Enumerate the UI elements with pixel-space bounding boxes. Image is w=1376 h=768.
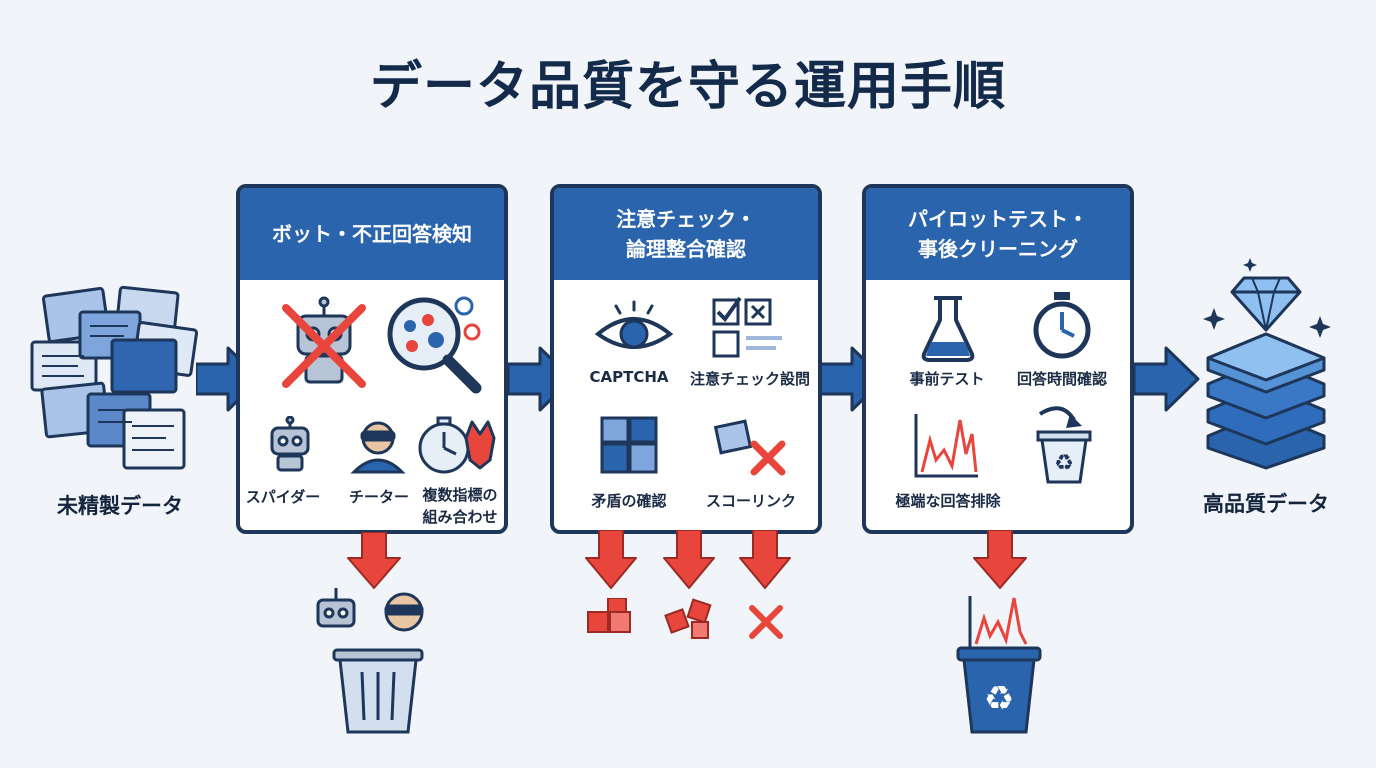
stage-panel-pilot-cleaning: パイロットテスト・ 事後クリーニング ♻ 事前テスト 回答時間確認 極端な回答排…	[862, 184, 1134, 534]
svg-text:♻: ♻	[984, 679, 1014, 719]
item-label: 複数指標の	[422, 486, 498, 504]
checkbox-list-icon	[712, 296, 782, 358]
item-label: チーター	[348, 488, 409, 506]
rejected-puzzle-icon	[587, 598, 631, 633]
item-label: 極端な回答排除	[895, 492, 1001, 510]
spider-bot-icon	[270, 416, 310, 472]
stage-title: 論理整合確認	[626, 237, 746, 261]
recycle-bin-with-chart-icon: ♻	[956, 596, 1042, 734]
item-label: スコーリンク	[705, 492, 796, 510]
stage-title: 事後クリーニング	[918, 237, 1078, 261]
flow-arrow-icon	[1134, 346, 1200, 412]
broken-puzzle-icon	[713, 419, 786, 476]
item-label: 矛盾の確認	[591, 492, 667, 510]
puzzle-icon	[600, 416, 658, 474]
stage-panel-attention-check: 注意チェック・ 論理整合確認 CAPTCHA 注意チェック設問 矛盾の確認 スコ…	[550, 184, 822, 534]
reject-arrow-icon	[663, 530, 715, 589]
stage-header: パイロットテスト・ 事後クリーニング	[866, 188, 1130, 280]
item-label: スパイダー	[245, 488, 321, 506]
stopwatch-fox-icon	[418, 416, 496, 474]
reject-arrow-icon	[739, 530, 791, 589]
stage-title: 注意チェック・	[616, 207, 756, 231]
stage-header: 注意チェック・ 論理整合確認	[554, 188, 818, 280]
svg-text:♻: ♻	[1054, 451, 1074, 476]
item-label: 回答時間確認	[1016, 370, 1107, 388]
page-title: データ品質を守る運用手順	[369, 57, 1006, 117]
eye-icon	[594, 300, 674, 349]
output-data-label: 高品質データ	[1203, 492, 1329, 516]
magnifier-analysis-icon	[387, 296, 482, 394]
item-label: CAPTCHA	[589, 368, 669, 386]
reject-arrow-icon	[973, 530, 1027, 589]
spike-chart-icon	[914, 414, 978, 478]
item-label: 事前テスト	[909, 370, 985, 388]
stopwatch-icon	[1033, 292, 1091, 359]
raw-data-documents-icon	[30, 285, 199, 470]
reject-x-icon	[749, 605, 783, 639]
blocked-robot-icon	[282, 296, 366, 388]
stage-title: パイロットテスト・	[908, 207, 1088, 231]
recycle-bin-icon: ♻	[1036, 406, 1092, 484]
item-label: 組み合わせ	[422, 508, 498, 526]
reject-arrow-icon	[347, 532, 401, 589]
input-data-label: 未精製データ	[57, 494, 183, 518]
stage-header: ボット・不正回答検知	[240, 188, 504, 280]
high-quality-data-stack-icon	[1203, 258, 1331, 470]
reject-arrow-icon	[585, 530, 637, 589]
cheater-icon	[350, 421, 406, 474]
stage-title: ボット・不正回答検知	[272, 222, 472, 246]
rejected-broken-puzzle-icon	[664, 598, 712, 639]
item-label: 注意チェック設問	[689, 370, 810, 388]
trash-bin-with-bots-icon	[316, 588, 424, 734]
stage-panel-bot-detection: ボット・不正回答検知	[236, 184, 508, 534]
flask-icon	[921, 296, 975, 362]
